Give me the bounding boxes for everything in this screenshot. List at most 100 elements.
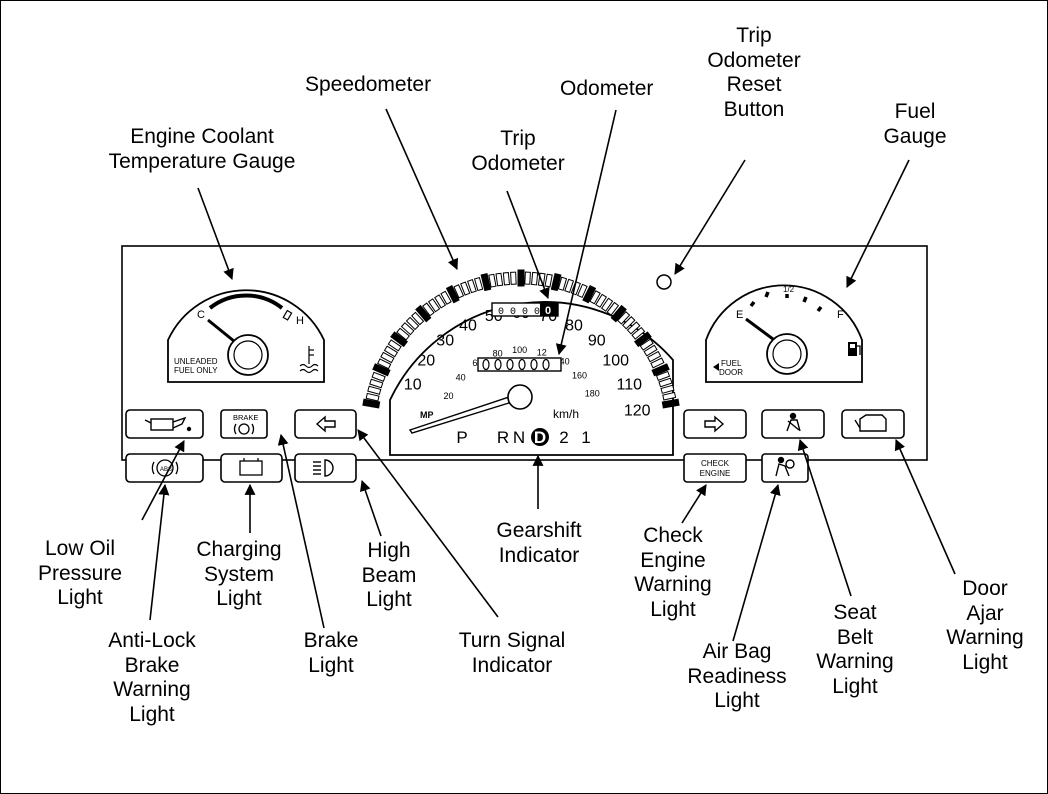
speed-tick-mark [617,311,631,325]
speed-tick-mark [390,331,409,348]
fuel-door-text-2: DOOR [719,368,743,377]
coolant-h-label: H [296,315,304,327]
speed-tick-mark [589,290,601,305]
callout-lines [141,108,956,642]
high-beam-lamp [294,453,357,483]
unleaded-text: UNLEADED [174,357,218,366]
air-bag-icon [775,456,795,477]
speed-tick-mark [362,398,381,409]
trip-odometer-last-digit: 0 [545,305,551,317]
speed-tick-mark [643,344,658,357]
speed-tick-mark [600,297,614,312]
charging-lamp [220,453,283,483]
speed-tick-mark [576,283,588,299]
check-engine-text-2: ENGINE [700,469,731,478]
speed-tick-mark [415,304,432,323]
speed-tick-mark [622,316,636,330]
brake-lamp: BRAKE [220,409,268,439]
speed-tick-mark [610,304,627,323]
gear-selected-marker [531,428,549,446]
speed-kmh-label: 20 [443,391,453,401]
speed-mph-label: 30 [436,333,454,350]
speed-tick-mark [380,351,395,364]
speed-tick-mark [564,278,575,293]
speed-tick-mark [651,363,670,377]
speed-tick-mark [427,298,441,313]
turn-right-lamp [683,409,747,439]
speed-tick-mark [662,391,677,401]
speed-mph-label: 80 [565,318,583,335]
speed-mph-label: 20 [417,353,435,370]
check-engine-lamp: CHECK ENGINE [683,453,747,483]
speed-tick-mark [488,273,497,288]
speed-kmh-label: 100 [512,345,527,355]
kmh-unit: km/h [553,407,579,421]
speed-kmh-label: 12 [537,348,547,358]
arrow-left-icon [315,415,336,433]
speed-tick-mark [524,271,531,285]
speed-tick-mark [595,293,608,308]
speed-tick-mark [387,339,402,352]
speed-tick-mark [365,392,380,402]
trip-reset-button[interactable] [656,274,672,290]
coolant-c-label: C [197,309,205,321]
speed-kmh-label: 80 [493,349,503,359]
gear-position-label: R [497,428,509,447]
fuel-f-label: F [837,309,844,321]
speed-mph-label: 110 [617,376,643,393]
speed-tick-mark [517,269,525,287]
speed-tick-mark [377,358,392,370]
speed-tick-mark [626,321,641,335]
trip-odometer-digits: 0 0 0 0 [498,307,540,318]
speed-tick-mark [434,294,447,309]
speed-tick-mark [582,285,597,304]
fuel-e-label: E [736,309,743,321]
speed-tick-mark [650,357,665,369]
speed-tick-mark [460,281,471,296]
speed-tick-mark [631,326,646,340]
speed-tick-mark [502,271,510,286]
brake-circle-icon [233,423,255,435]
air-bag-lamp [761,453,809,483]
door-ajar-lamp [841,409,905,439]
low-oil-lamp [125,409,204,439]
label-speedometer: Speedometer [305,73,432,96]
fuel-pump-icon [848,342,861,356]
fuel-half-label: 1/2 [783,285,795,294]
speed-kmh-label: 180 [585,389,600,399]
speed-tick-mark [510,271,517,285]
fuel-only-text: FUEL ONLY [174,366,218,375]
coolant-symbol-icon [299,346,319,374]
instrument-panel [121,245,928,461]
speed-tick-mark [372,363,391,377]
seat-belt-lamp [761,409,825,439]
gear-position-label: 1 [581,428,590,447]
speed-tick-mark [371,371,386,382]
speed-tick-mark [495,272,504,287]
speed-tick-mark [531,271,539,286]
check-engine-text: CHECK [701,459,730,468]
speed-tick-mark [473,276,484,292]
speedometer-ticks: 1020304050607080901001101202040608010012… [362,269,680,420]
gear-position-label: D [534,428,546,447]
gear-position-label: P [456,428,467,447]
label-odometer: Odometer [560,77,654,100]
speed-tick-mark [639,338,654,351]
svg-text:MP: MP [420,410,434,420]
speed-mph-label: 10 [404,376,422,393]
speed-tick-mark [445,285,460,304]
